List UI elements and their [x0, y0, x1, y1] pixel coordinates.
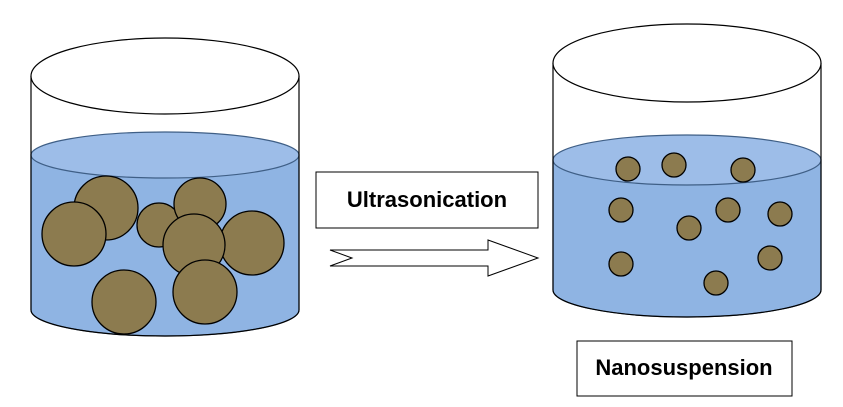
nano-particle: [767, 201, 793, 227]
right-beaker: [552, 23, 822, 318]
nano-particle: [757, 245, 783, 271]
nano-particle: [676, 215, 702, 241]
left-beaker-liquid-surface: [30, 131, 300, 179]
right-beaker-liquid-surface: [552, 134, 822, 186]
left-beaker-rim: [30, 37, 300, 115]
process-label: Ultrasonication: [315, 171, 539, 229]
large-particle: [219, 210, 285, 276]
process-label-text: Ultrasonication: [347, 187, 507, 212]
product-label-text: Nanosuspension: [595, 355, 772, 380]
nano-particle: [703, 270, 729, 296]
nano-particle: [615, 156, 641, 182]
right-beaker-base: [552, 289, 822, 318]
product-label-box: [576, 340, 793, 397]
left-beaker-base: [30, 309, 300, 337]
nano-particle: [715, 197, 741, 223]
right-beaker-particles: [608, 152, 793, 296]
right-beaker-rim: [552, 23, 822, 103]
large-particle: [172, 259, 238, 325]
nano-particle: [661, 152, 687, 178]
process-arrow: [329, 239, 540, 277]
nano-particle: [608, 197, 634, 223]
large-particle: [41, 201, 107, 267]
left-beaker-particles: [41, 175, 285, 335]
nano-particle: [730, 157, 756, 183]
nano-particle: [608, 251, 634, 277]
large-particle: [91, 269, 157, 335]
left-beaker: [30, 37, 300, 337]
process-label-box: [315, 171, 539, 229]
product-label: Nanosuspension: [576, 340, 793, 397]
